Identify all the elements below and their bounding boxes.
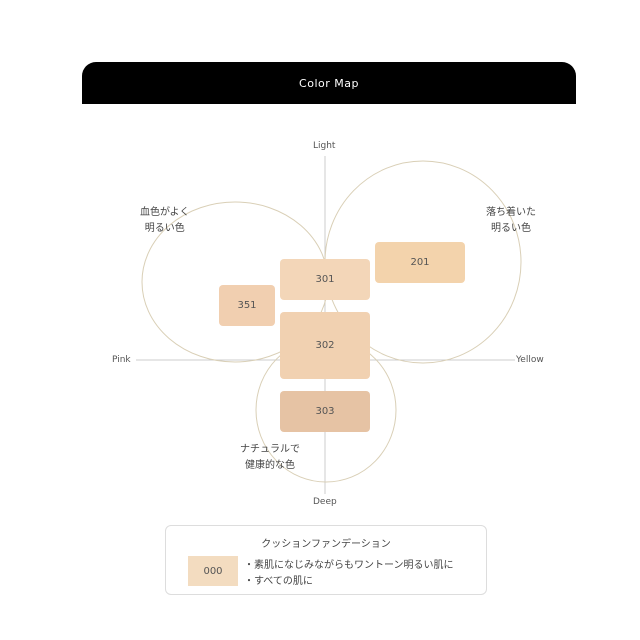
shade-code: 351 — [237, 300, 257, 311]
legend-swatch: 000 — [188, 556, 238, 586]
zone-label-line: 健康的な色 — [245, 460, 295, 471]
shade-swatch-351: 351 — [219, 285, 275, 326]
header-title: Color Map — [299, 76, 359, 90]
legend-title: クッションファンデーション — [261, 539, 391, 550]
legend-box: クッションファンデーション 000 ・素肌になじみながらもワントーン明るい肌に … — [165, 525, 487, 595]
axis-label-yellow: Yellow — [516, 355, 544, 365]
zone-label-pink-light: 血色がよく 明るい色 — [140, 205, 190, 237]
zone-label-line: 明るい色 — [491, 223, 531, 234]
zone-label-line: 血色がよく — [140, 207, 190, 218]
axis-label-pink: Pink — [112, 355, 131, 365]
legend-swatch-code: 000 — [203, 565, 223, 577]
header-bar: Color Map — [82, 62, 576, 104]
legend-feature-line: ・素肌になじみながらもワントーン明るい肌に — [244, 560, 454, 571]
shade-swatch-301: 301 — [280, 259, 370, 300]
axis-label-deep: Deep — [313, 497, 337, 507]
axis-label-light: Light — [313, 141, 336, 151]
shade-swatch-303: 303 — [280, 391, 370, 432]
zone-label-line: 落ち着いた — [486, 207, 536, 218]
zone-label-yellow-light: 落ち着いた 明るい色 — [486, 205, 536, 237]
shade-swatch-302: 302 — [280, 312, 370, 379]
legend-feature-line: ・すべての肌に — [244, 576, 313, 587]
zone-label-deep: ナチュラルで 健康的な色 — [240, 442, 300, 474]
zone-label-line: 明るい色 — [144, 223, 185, 234]
shade-code: 201 — [410, 257, 430, 268]
shade-code: 303 — [315, 406, 335, 417]
shade-code: 302 — [315, 340, 335, 351]
zone-label-line: ナチュラルで — [240, 444, 300, 455]
shade-code: 301 — [315, 274, 335, 285]
shade-swatch-201: 201 — [375, 242, 465, 283]
